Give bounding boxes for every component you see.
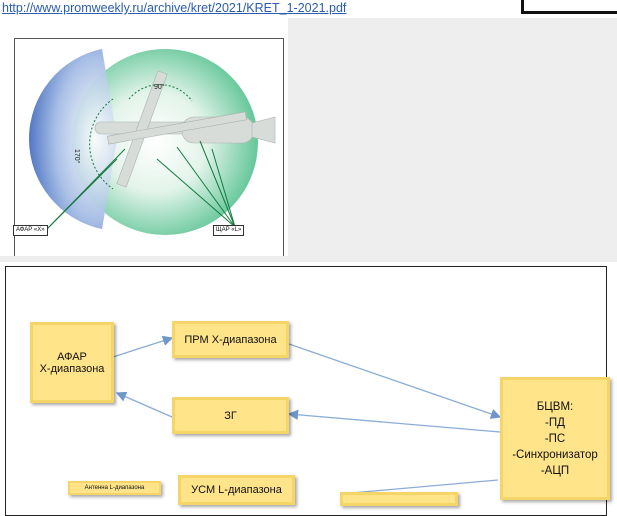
shar-coverage-circle (72, 49, 258, 235)
antenna-l-block-label: Антенна L-диапазона (84, 485, 145, 491)
prm-block: ПРМ X-диапазона (172, 321, 289, 358)
helicopter-silhouette (94, 70, 276, 188)
url-bar: http://www.promweekly.ru/archive/kret/20… (0, 0, 617, 18)
arrow-prm-to-bcvm (288, 343, 502, 419)
block-diagram: АФАР X-диапазона ПРМ X-диапазона ЗГ БЦВМ… (0, 262, 617, 516)
bcvm-block-label: БЦВМ: -ПД -ПС -Синхронизатор -АЦП (512, 400, 598, 477)
source-link[interactable]: http://www.promweekly.ru/archive/kret/20… (2, 1, 347, 15)
angle-170-label: 170° (73, 149, 81, 164)
coverage-illustration: 90° 170° (29, 49, 276, 235)
angle-90-label: 90° (154, 83, 165, 91)
arrow-bcvm-lower (339, 479, 499, 495)
afar-block-label: АФАР X-диапазона (39, 350, 105, 375)
window-corner-box (521, 0, 617, 14)
antenna-coverage-figure: 90° 170° АФАР «X» ЩАР «L» (7, 19, 288, 274)
afar-block: АФАР X-диапазона (30, 322, 114, 403)
zg-block: ЗГ (172, 397, 289, 434)
lower-block (340, 492, 458, 506)
arrow-afar-to-prm (112, 335, 174, 358)
usm-block-label: УСМ L-диапазона (191, 484, 282, 496)
usm-block: УСМ L-диапазона (178, 475, 295, 505)
zg-block-label: ЗГ (224, 409, 237, 422)
bcvm-block: БЦВМ: -ПД -ПС -Синхронизатор -АЦП (500, 377, 610, 500)
arrow-bcvm-to-zg (287, 409, 501, 433)
diagram-connectors (112, 335, 502, 495)
arrow-zg-to-afar (115, 391, 173, 418)
section-divider (0, 256, 617, 262)
afar-x-label: АФАР «X» (13, 225, 48, 236)
shar-l-label: ЩАР «L» (213, 225, 245, 236)
antenna-l-block: Антенна L-диапазона (68, 481, 161, 495)
prm-block-label: ПРМ X-диапазона (184, 333, 277, 346)
page-background-area (288, 18, 617, 262)
